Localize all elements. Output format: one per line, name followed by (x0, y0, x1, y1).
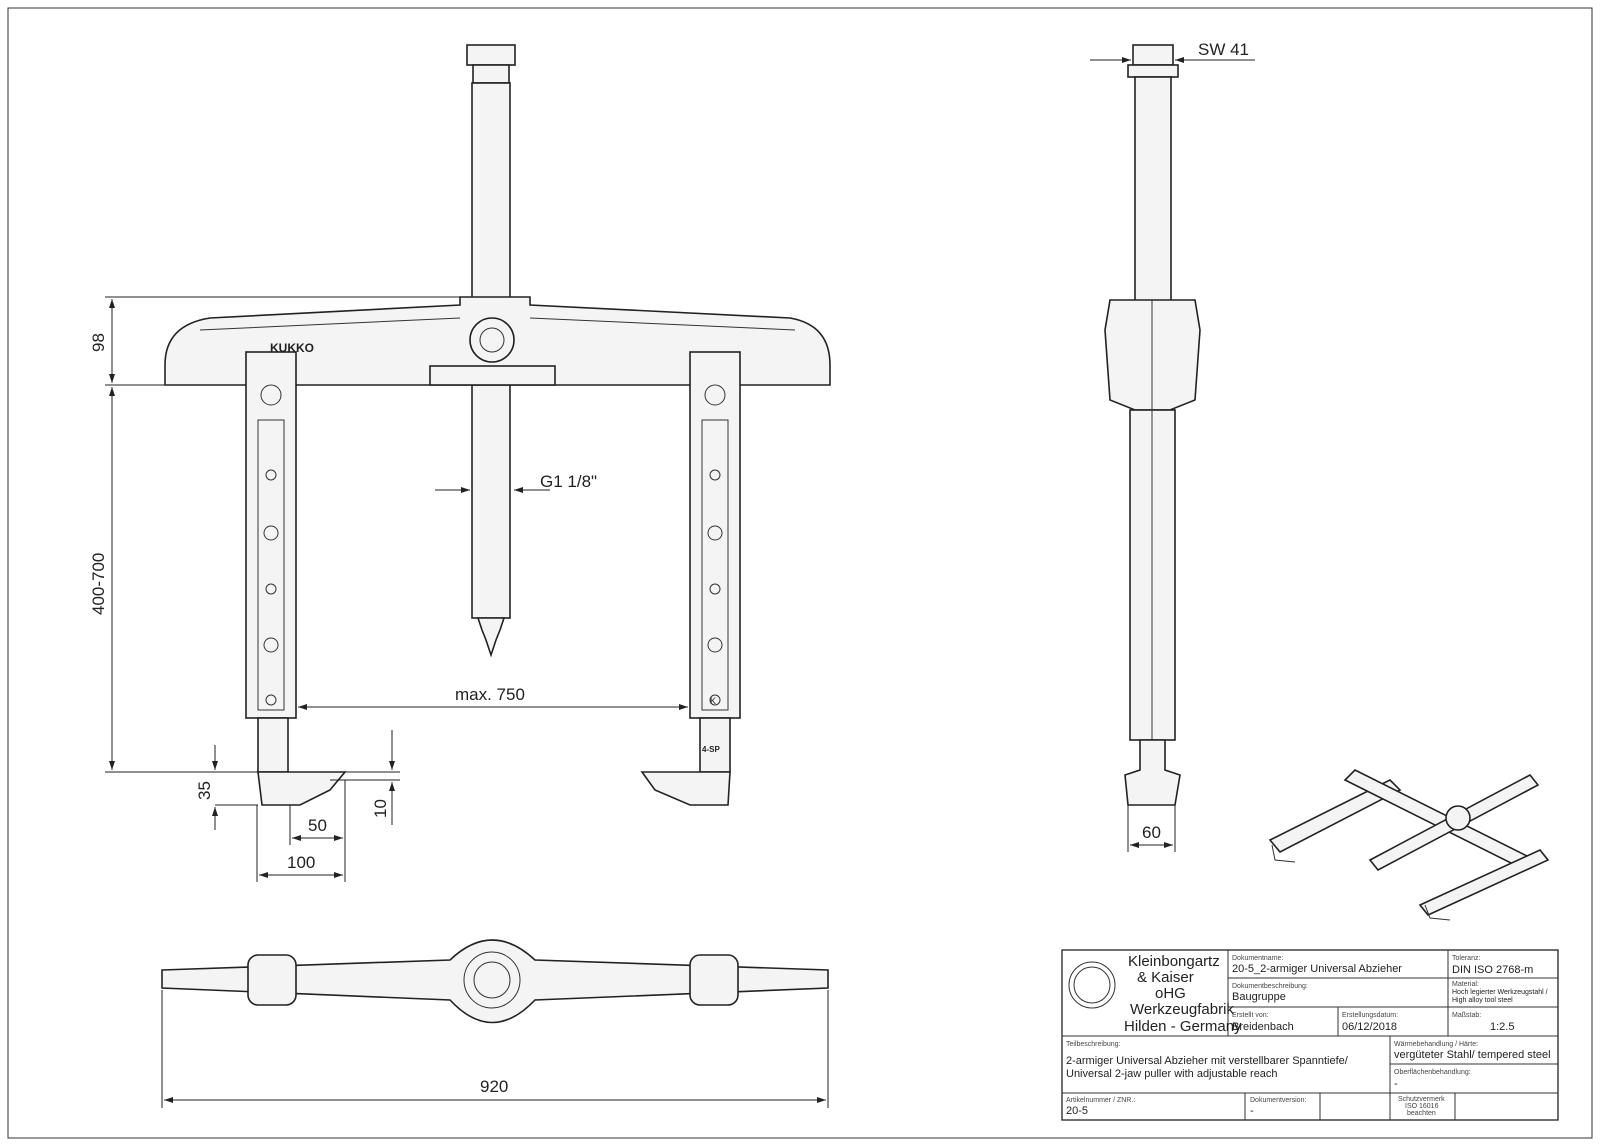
dim-spindle-thread: G1 1/8" (540, 472, 597, 491)
dim-crossbar-height: 98 (89, 333, 108, 352)
side-view: SW 41 60 (1090, 40, 1255, 852)
material-label: Material: (1452, 981, 1479, 988)
dim-jaw-depth-inner: 50 (308, 816, 327, 835)
front-view: KUKKO 4-SP K (89, 44, 831, 882)
version: - (1250, 1105, 1254, 1117)
document-name: 20-5_2-armiger Universal Abzieher (1232, 963, 1402, 975)
top-view: 920 (161, 939, 829, 1108)
crossbar-top (161, 939, 829, 1024)
surface-label: Oberflächenbehandlung: (1394, 1069, 1471, 1076)
dim-max-spread: max. 750 (455, 685, 525, 704)
part-description-label: Teilbeschreibung: (1066, 1041, 1121, 1048)
part-description-de: 2-armiger Universal Abzieher mit verstel… (1066, 1055, 1349, 1067)
article-number: 20-5 (1066, 1105, 1088, 1117)
dim-overall-width: 920 (480, 1077, 508, 1096)
right-jaw (640, 771, 731, 806)
dim-wrench-size: SW 41 (1198, 40, 1249, 59)
part-description-en: Universal 2-jaw puller with adjustable r… (1066, 1068, 1278, 1080)
created-date-label: Erstellungsdatum: (1342, 1012, 1398, 1019)
company-name-2: & Kaiser (1137, 969, 1194, 986)
left-leg (245, 351, 297, 719)
protection-note-3: beachten (1407, 1110, 1436, 1117)
version-label: Dokumentversion: (1250, 1097, 1306, 1104)
dim-reach: 400-700 (89, 553, 108, 615)
spindle-tip (476, 617, 506, 658)
isometric-view (1268, 769, 1550, 921)
company-name-1: Kleinbongartz (1128, 953, 1220, 970)
dim-jaw-tip: 10 (371, 799, 390, 818)
leg-k-mark: K (710, 696, 716, 706)
right-leg (689, 351, 741, 719)
description: Baugruppe (1232, 991, 1286, 1003)
material-de: Hoch legierter Werkzeugstahl / (1452, 989, 1548, 996)
dim-jaw-depth-outer: 100 (287, 853, 315, 872)
protection-note-2: ISO 16016 (1405, 1103, 1439, 1110)
sheet-border (7, 7, 1593, 1139)
material-en: High alloy tool steel (1452, 997, 1513, 1004)
protection-note-1: Schutzvermerk (1398, 1096, 1445, 1103)
center-nut (469, 317, 515, 363)
company-name-5: Hilden - Germany (1124, 1018, 1242, 1035)
created-by-label: Erstellt von: (1232, 1012, 1269, 1019)
scale: 1:2.5 (1490, 1021, 1514, 1033)
heat-treatment-label: Wärmebehandlung / Härte: (1394, 1041, 1478, 1048)
description-label: Dokumentbeschreibung: (1232, 983, 1308, 990)
tolerance-label: Toleranz: (1452, 955, 1480, 962)
heat-treatment: vergüteter Stahl/ tempered steel (1394, 1049, 1551, 1061)
created-by: Breidenbach (1232, 1021, 1294, 1033)
dim-jaw-height: 35 (195, 781, 214, 800)
left-jaw (257, 771, 347, 806)
created-date: 06/12/2018 (1342, 1021, 1397, 1033)
company-name-4: Werkzeugfabrik (1130, 1001, 1234, 1018)
surface: - (1394, 1078, 1398, 1090)
leg-stamp: 4-SP (702, 745, 720, 754)
tolerance: DIN ISO 2768-m (1452, 964, 1533, 976)
article-label: Artikelnummer / ZNR.: (1066, 1097, 1135, 1104)
dim-side-width: 60 (1142, 823, 1161, 842)
company-logo (1068, 961, 1116, 1009)
spindle-hex-head (466, 44, 516, 66)
document-name-label: Dokumentname: (1232, 955, 1283, 962)
title-block: Kleinbongartz & Kaiser oHG Werkzeugfabri… (1061, 949, 1559, 1121)
company-name-3: oHG (1155, 985, 1186, 1002)
scale-label: Maßstab: (1452, 1012, 1481, 1019)
